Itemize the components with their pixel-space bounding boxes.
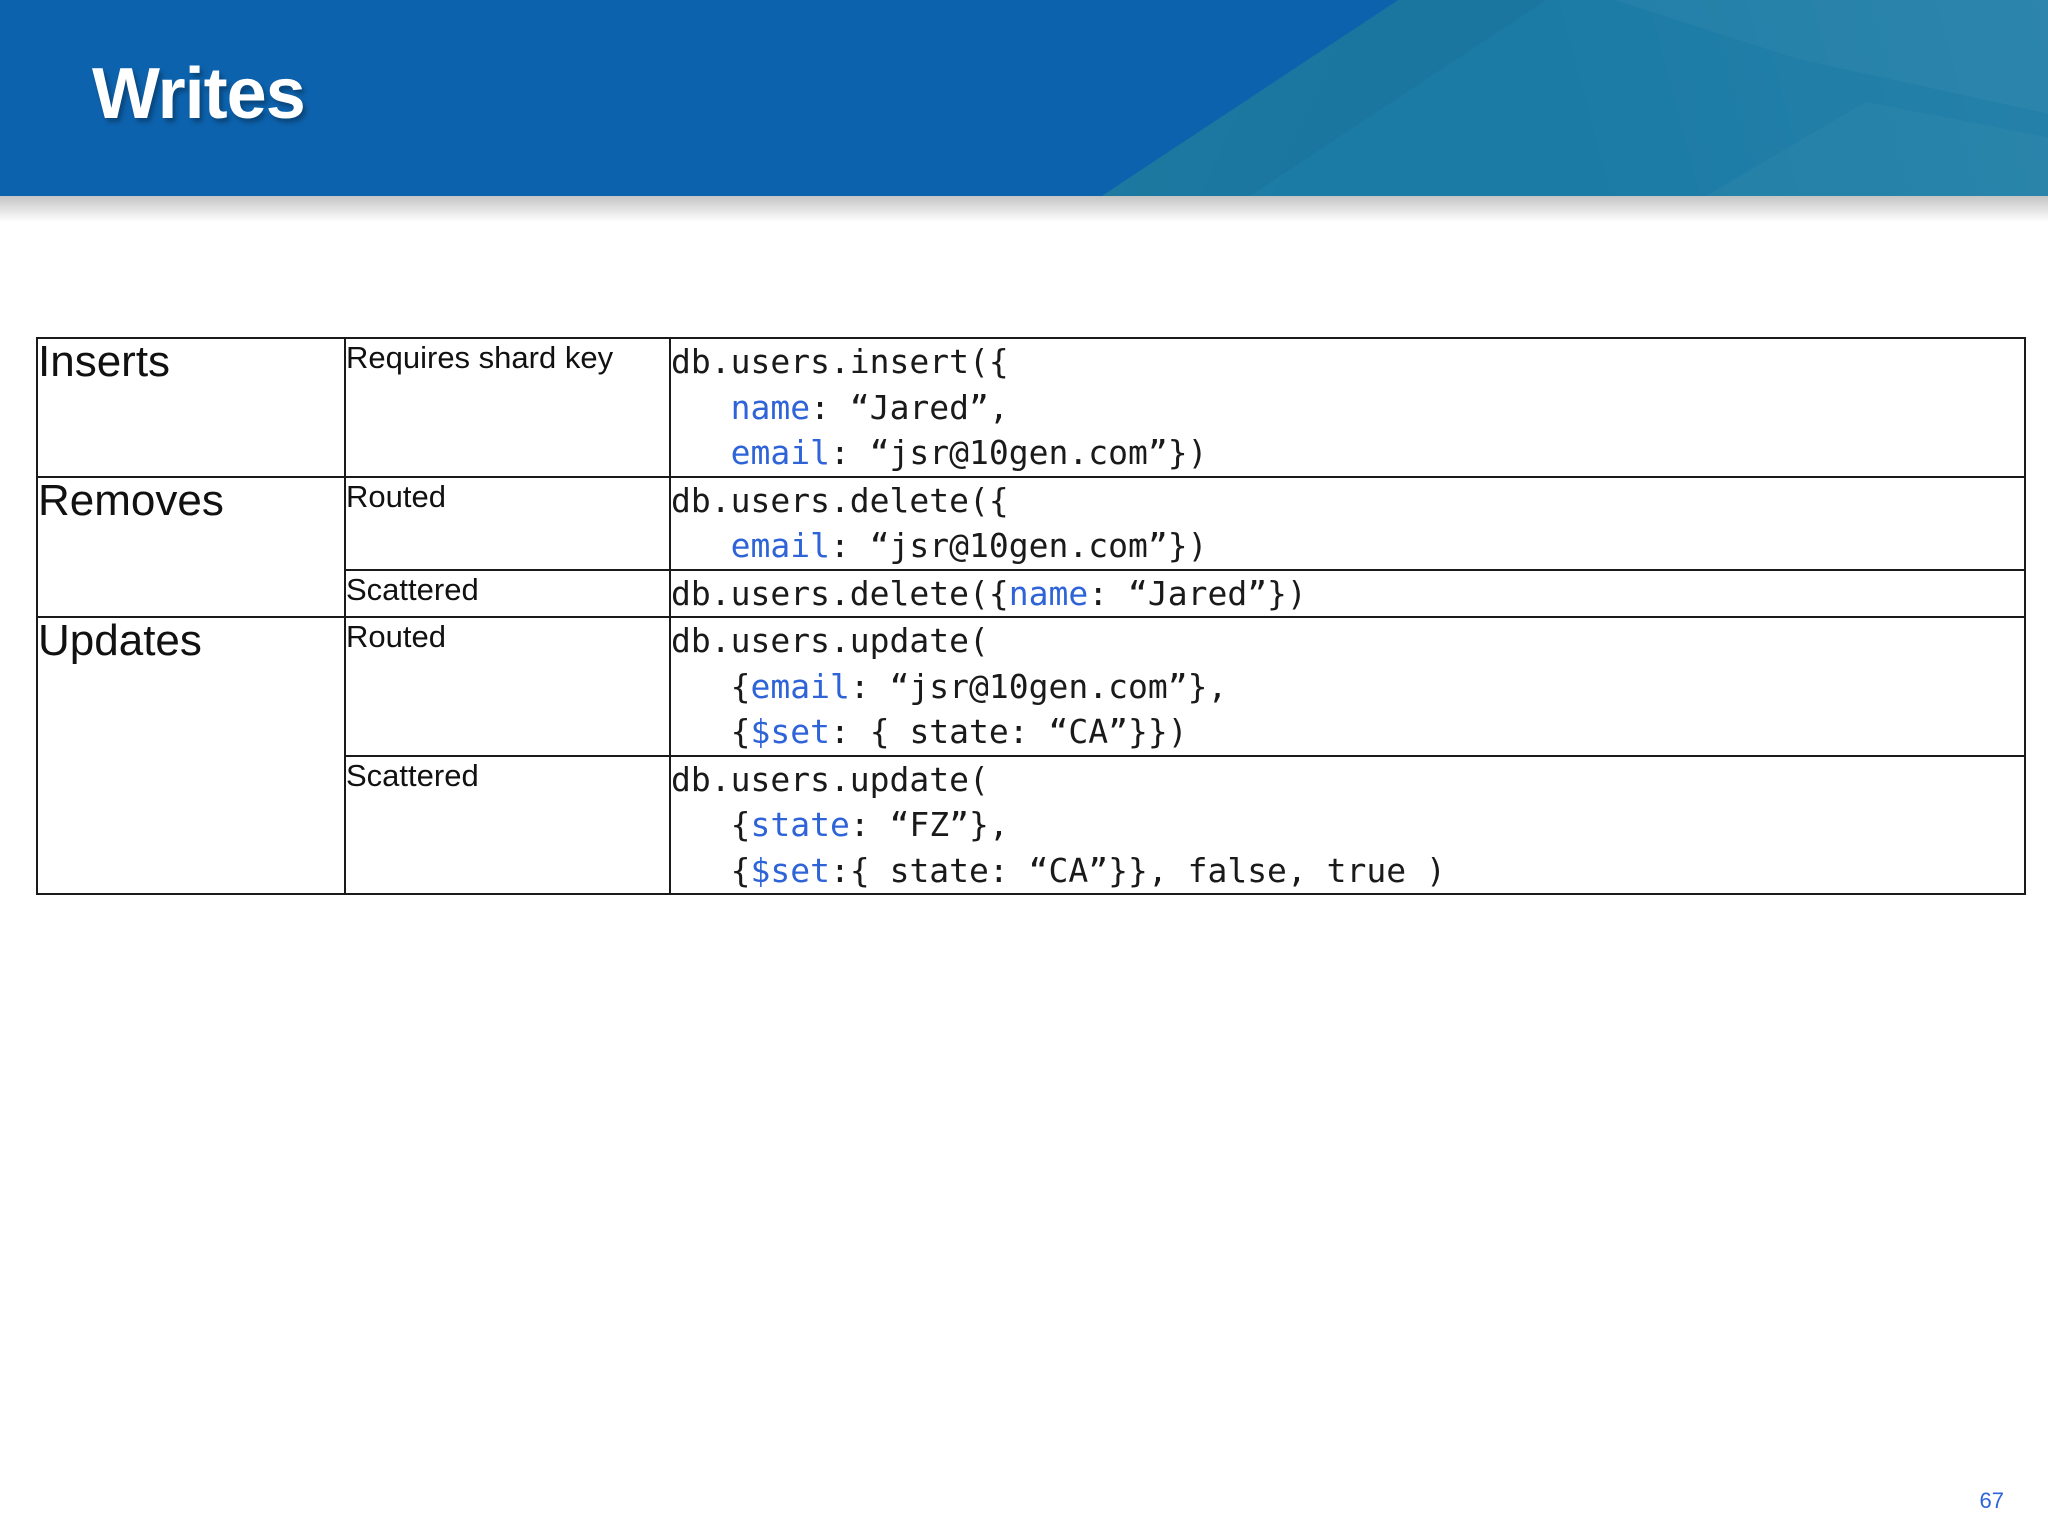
code-keyword: name <box>730 387 811 427</box>
code-keyword: $set <box>750 712 830 752</box>
write-category-cell: Inserts <box>36 337 346 478</box>
code-text: db.users.delete({ <box>671 573 1009 613</box>
write-kind-cell: Scattered <box>344 754 671 896</box>
code-text: : “FZ”}, <box>849 805 1009 845</box>
write-category-cell: Removes <box>36 475 346 619</box>
code-text: { <box>671 666 751 706</box>
header-drop-shadow <box>0 196 2048 222</box>
code-text: :{ state: “CA”}}, false, true ) <box>829 850 1446 890</box>
code-text: : “jsr@10gen.com”}) <box>829 526 1208 566</box>
code-text: : “Jared”}) <box>1088 573 1307 613</box>
code-text: : “Jared”, <box>810 387 1009 427</box>
write-code-cell: db.users.insert({ name: “Jared”, email: … <box>669 337 2026 478</box>
code-text: db.users.update( <box>671 759 989 799</box>
code-text: : { state: “CA”}}) <box>829 712 1188 752</box>
write-category-cell: Updates <box>36 616 346 896</box>
write-kind-cell: Scattered <box>344 568 671 619</box>
write-kind-cell: Requires shard key <box>344 337 671 478</box>
code-text: db.users.delete({ <box>671 480 1009 520</box>
code-text: { <box>671 850 751 890</box>
write-code-cell: db.users.update( {state: “FZ”}, {$set:{ … <box>669 754 2026 896</box>
code-text: db.users.insert({ <box>671 342 1009 381</box>
code-keyword: email <box>730 526 830 566</box>
write-kind-cell: Routed <box>344 475 671 571</box>
code-keyword: email <box>730 433 830 473</box>
code-text: { <box>671 712 751 752</box>
code-text: db.users.update( <box>671 621 989 661</box>
code-keyword: name <box>1008 573 1089 613</box>
write-code-cell: db.users.delete({ email: “jsr@10gen.com”… <box>669 475 2026 571</box>
code-text <box>671 433 731 472</box>
code-keyword: $set <box>750 850 830 890</box>
write-code-cell: db.users.update( {email: “jsr@10gen.com”… <box>669 616 2026 757</box>
code-text <box>671 388 731 427</box>
code-text: { <box>671 805 751 845</box>
page-number: 67 <box>1979 1488 2004 1513</box>
code-text: : “jsr@10gen.com”}, <box>849 666 1228 706</box>
code-text: : “jsr@10gen.com”}) <box>829 433 1208 473</box>
page-title: Writes <box>92 54 306 134</box>
slide-header: Writes <box>0 0 2048 196</box>
code-keyword: state <box>750 805 850 845</box>
write-code-cell: db.users.delete({name: “Jared”}) <box>669 568 2026 619</box>
write-kind-cell: Routed <box>344 616 671 757</box>
code-keyword: email <box>750 666 850 706</box>
code-text <box>671 526 731 565</box>
